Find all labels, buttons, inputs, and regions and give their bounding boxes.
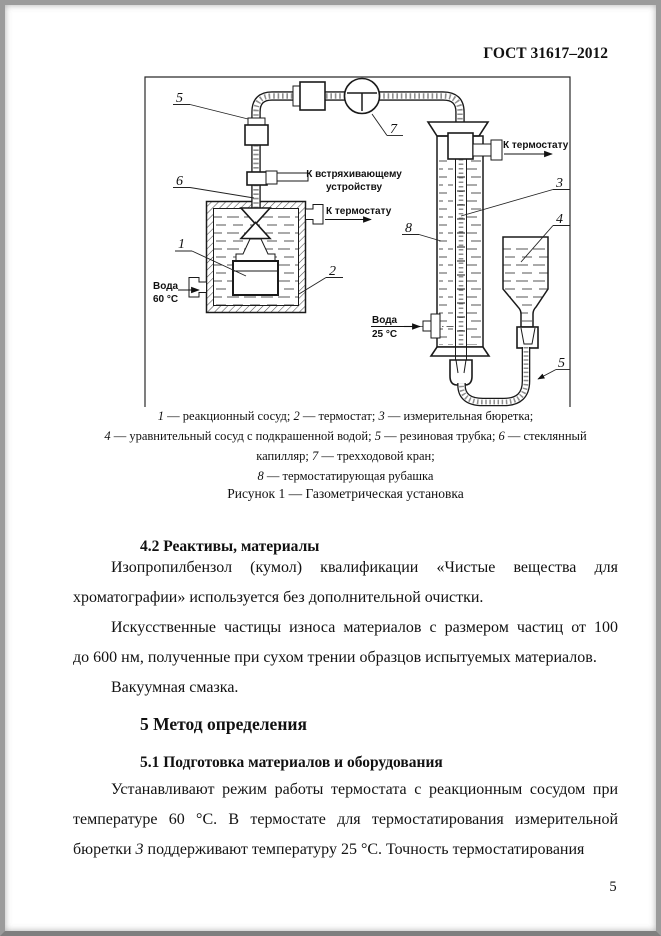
- label-jacket: 8: [405, 221, 412, 236]
- water-25-label-line1: Вода: [372, 315, 398, 326]
- gas-line-tube: [251, 91, 465, 217]
- part-labels: 5 6 7 1 2 8 3 4 5: [173, 91, 570, 380]
- paragraph: Вакуумная смазка.: [111, 679, 239, 696]
- shaker-pipe: [276, 172, 309, 182]
- paragraph: Искусственные частицы износа материалов …: [73, 619, 618, 666]
- gasometric-setup-diagram: 5 6 7 1 2 8 3 4 5: [144, 76, 571, 407]
- water-60-label-line1: Вода: [153, 281, 179, 292]
- heading-4-2: 4.2 Реактивы, материалы: [140, 538, 320, 555]
- label-three-way-valve: 7: [390, 122, 398, 137]
- label-leveling-vessel: 4: [556, 212, 563, 227]
- paragraph: Изопропилбензол (кумол) квалификации «Чи…: [73, 559, 618, 606]
- label-glass-capillary: 6: [176, 174, 183, 189]
- section-4-2-text: Изопропилбензол (кумол) квалификации «Чи…: [73, 553, 618, 703]
- burette-bottom-joint: [449, 359, 473, 386]
- label-rubber-tube-top: 5: [176, 91, 183, 106]
- figure-title: Рисунок 1 — Газометрическая установка: [227, 486, 464, 501]
- heading-5-1: 5.1 Подготовка материалов и оборудования: [140, 754, 443, 771]
- reaction-vessel: [232, 207, 279, 296]
- to-shaker-label-line1: К встряхивающему: [306, 169, 402, 180]
- measuring-burette-jacket: [403, 121, 503, 386]
- label-rubber-tube-bottom: 5: [558, 356, 565, 371]
- leveling-vessel: [502, 236, 549, 349]
- burette-graduations: [457, 176, 465, 332]
- three-way-valve: [343, 77, 381, 115]
- water-60-label-line2: 60 °С: [153, 294, 178, 305]
- water-25-label-line2: 25 °С: [372, 329, 397, 340]
- to-shaker-label-line2: устройству: [326, 182, 382, 193]
- shaker-pipe-collar: [265, 170, 278, 185]
- label-burette: 3: [555, 176, 563, 191]
- to-thermostat-right-label: К термостату: [503, 140, 569, 151]
- to-thermostat-left-label: К термостату: [326, 206, 392, 217]
- figure-caption: 1 — реакционный сосуд; 2 — термостат; 3 …: [104, 409, 587, 483]
- label-thermostat: 2: [329, 264, 336, 279]
- water-inlet-stub-60: [188, 277, 207, 298]
- glass-joints: [244, 81, 326, 186]
- document-code: ГОСТ 31617–2012: [483, 45, 608, 62]
- figure-frame: [144, 76, 571, 407]
- heading-5: 5 Метод определения: [140, 714, 307, 734]
- paragraph: Устанавливают режим работы термостата с …: [73, 781, 618, 858]
- section-5-1-text: Устанавливают режим работы термостата с …: [73, 775, 618, 865]
- rubber-tube: [457, 347, 531, 407]
- label-reaction-vessel: 1: [178, 237, 185, 252]
- thermostat-outlet-stub: [305, 204, 324, 225]
- page-number: 5: [609, 879, 617, 895]
- diagram-annotations: К встряхивающему устройству К термостату…: [153, 140, 569, 340]
